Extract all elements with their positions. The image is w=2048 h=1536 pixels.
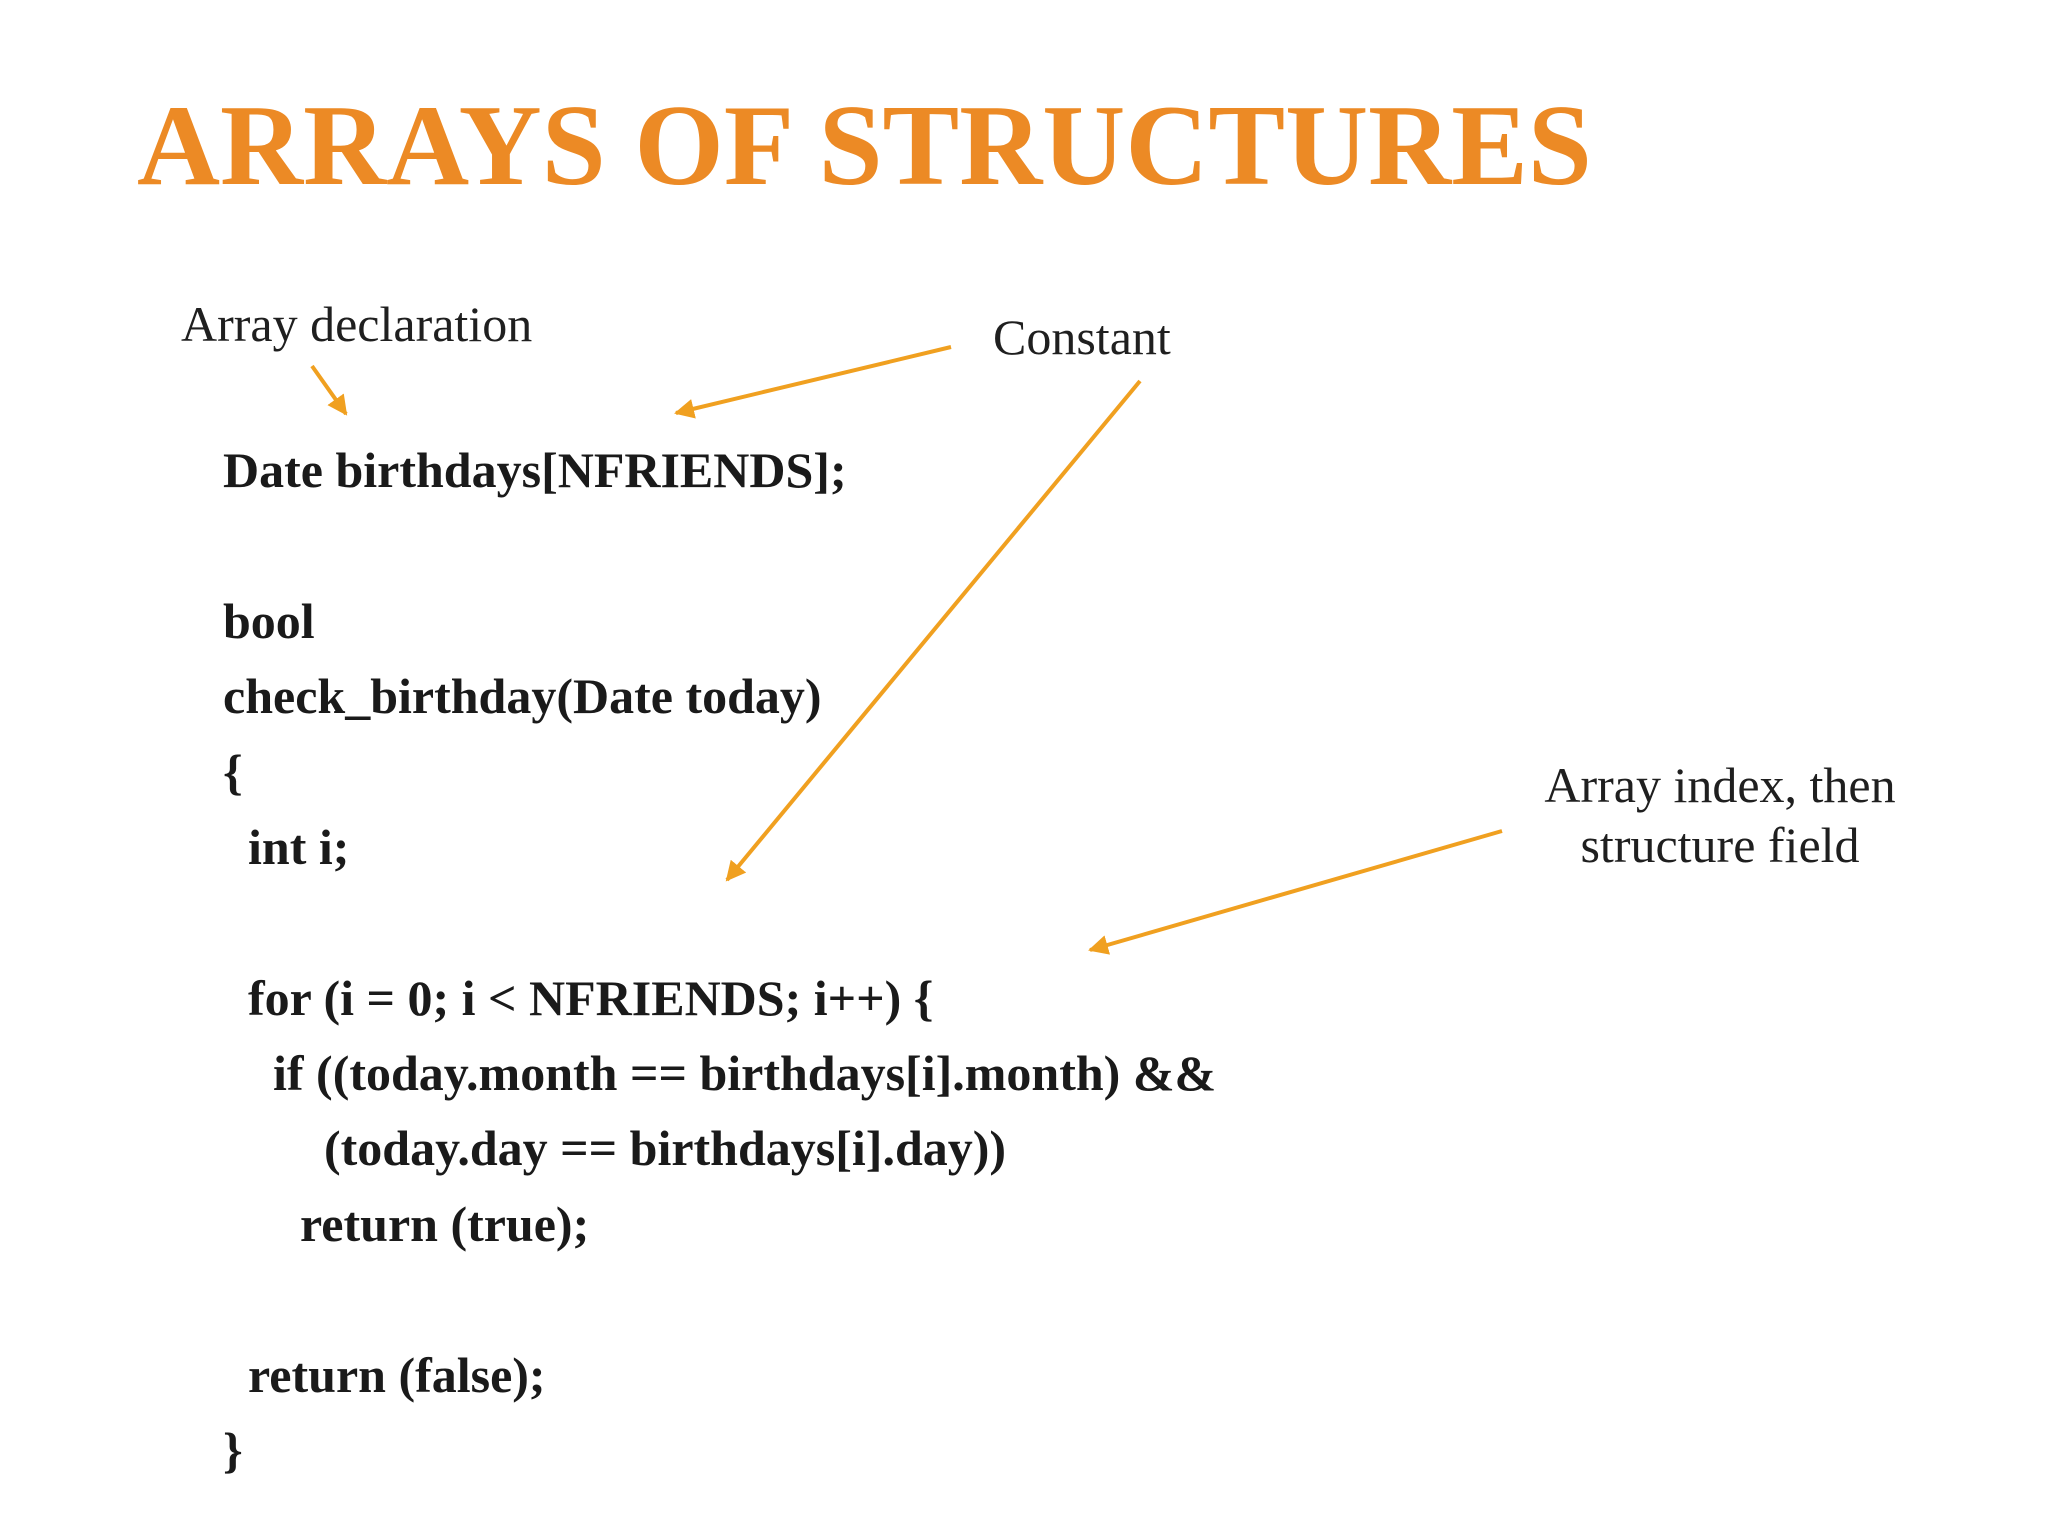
code-line-return-type: bool xyxy=(223,593,315,649)
code-line-if-condition-cont: (today.day == birthdays[i].day)) xyxy=(324,1120,1007,1176)
annotation-constant: Constant xyxy=(993,309,1171,365)
code-line-return-false: return (false); xyxy=(248,1347,546,1403)
arrow-constant-to-declaration xyxy=(674,345,952,419)
code-line-function-signature: check_birthday(Date today) xyxy=(223,668,822,724)
code-line-close-brace: } xyxy=(223,1422,243,1478)
code-line-return-true: return (true); xyxy=(300,1196,590,1252)
arrow-array-declaration xyxy=(310,364,348,416)
code-line-open-brace: { xyxy=(223,744,243,800)
code-line-if-condition: if ((today.month == birthdays[i].month) … xyxy=(273,1045,1217,1101)
arrow-array-index xyxy=(1088,829,1503,955)
annotation-array-index-line1: Array index, then xyxy=(1544,757,1896,813)
code-line-int-declaration: int i; xyxy=(248,819,350,875)
code-line-declaration: Date birthdays[NFRIENDS]; xyxy=(223,442,847,498)
annotation-array-index: Array index, then structure field xyxy=(1470,755,1970,875)
annotation-array-index-line2: structure field xyxy=(1580,817,1860,873)
code-line-for-loop: for (i = 0; i < NFRIENDS; i++) { xyxy=(248,970,934,1026)
slide-title: ARRAYS OF STRUCTURES xyxy=(137,82,1592,209)
annotation-array-declaration: Array declaration xyxy=(181,296,533,352)
